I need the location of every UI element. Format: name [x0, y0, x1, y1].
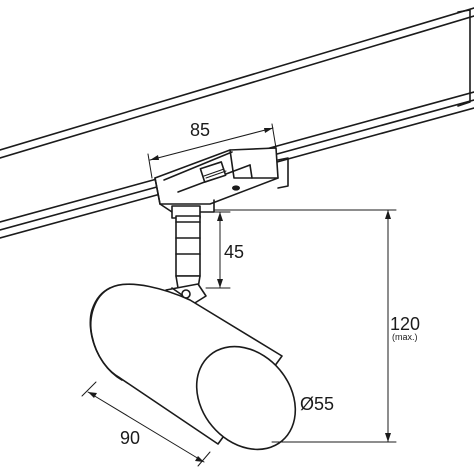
track-rail — [0, 7, 474, 239]
dimension-85-label: 85 — [190, 120, 210, 140]
dimension-120-label: 120 — [390, 314, 420, 334]
dimension-adapter-width: 85 — [147, 120, 277, 179]
mounting-stem — [171, 205, 201, 289]
dimension-total-height: 120 (max.) — [213, 209, 420, 443]
spotlight-body — [89, 283, 297, 451]
dimension-45-label: 45 — [224, 242, 244, 262]
dimension-stem-height: 45 — [205, 211, 244, 289]
dimension-body-length: 90 — [81, 381, 211, 467]
dimension-diameter: Ø55 — [300, 394, 334, 414]
dimension-90-label: 90 — [120, 428, 140, 448]
dimension-120-note: (max.) — [392, 332, 418, 342]
dimension-diameter-label: Ø55 — [300, 394, 334, 414]
track-adapter — [154, 147, 289, 213]
